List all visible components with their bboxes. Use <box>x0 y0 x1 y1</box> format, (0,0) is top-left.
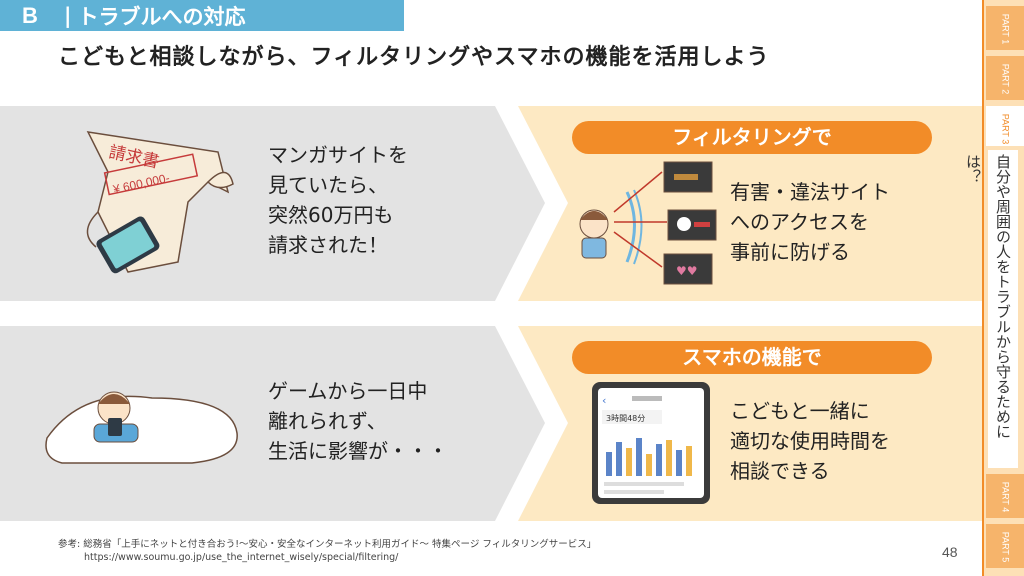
section-letter: B <box>22 2 38 28</box>
svg-text:♥♥: ♥♥ <box>676 264 698 278</box>
kid-in-bed-illustration <box>45 391 238 464</box>
sidebar-part-1[interactable]: PART 1 <box>986 6 1024 50</box>
usage-bars <box>606 438 692 476</box>
footnote-url[interactable]: https://www.soumu.go.jp/use_the_internet… <box>84 552 399 563</box>
gun-screen-icon <box>663 161 713 193</box>
section-title: トラブルへの対応 <box>77 4 246 29</box>
filtering-diagram: ♥♥ <box>579 161 717 285</box>
screen-time-phone-icon: ‹ 3時間48分 <box>592 382 710 504</box>
section-separator: | <box>63 3 72 28</box>
child-user-icon <box>579 209 609 259</box>
solution-text-2: こどもと一緒に 適切な使用時間を 相談できる <box>730 399 890 483</box>
problem-text-1: マンガサイトを 見ていたら、 突然60万円も 請求された！ <box>268 143 408 257</box>
smartphone-icon <box>96 216 160 274</box>
solution-text-1: 有害・違法サイト へのアクセスを 事前に防げる <box>730 180 890 264</box>
section-tag: B | トラブルへの対応 <box>0 0 404 31</box>
sidebar-part-3[interactable]: PART 3 <box>986 106 1024 146</box>
page-number: 48 <box>942 544 958 560</box>
solution-title-smartphone: スマホの機能で <box>572 341 932 374</box>
sidebar-part-5[interactable]: PART 5 <box>986 524 1024 568</box>
sidebar-active-title: 自分や周囲の人をトラブルから守るためには？ <box>964 150 1018 468</box>
svg-text:‹: ‹ <box>602 394 606 407</box>
page-headline: こどもと相談しながら、フィルタリングやスマホの機能を活用しよう <box>58 45 770 70</box>
hearts-screen-icon: ♥♥ <box>663 253 713 285</box>
solution-title-filtering: フィルタリングで <box>572 121 932 154</box>
sidebar-part-4[interactable]: PART 4 <box>986 474 1024 518</box>
footnote-line: 参考: 総務省「上手にネットと付き合おう!～安心・安全なインターネット利用ガイド… <box>58 539 597 550</box>
sidebar-part-2[interactable]: PART 2 <box>986 56 1024 100</box>
reference-footnote: 参考: 総務省「上手にネットと付き合おう!～安心・安全なインターネット利用ガイド… <box>58 538 596 564</box>
pirate-site-icon <box>667 209 717 241</box>
problem-text-2: ゲームから一日中 離れられず、 生活に影響が・・・ <box>268 379 448 463</box>
screen-time-value: 3時間48分 <box>606 414 645 423</box>
